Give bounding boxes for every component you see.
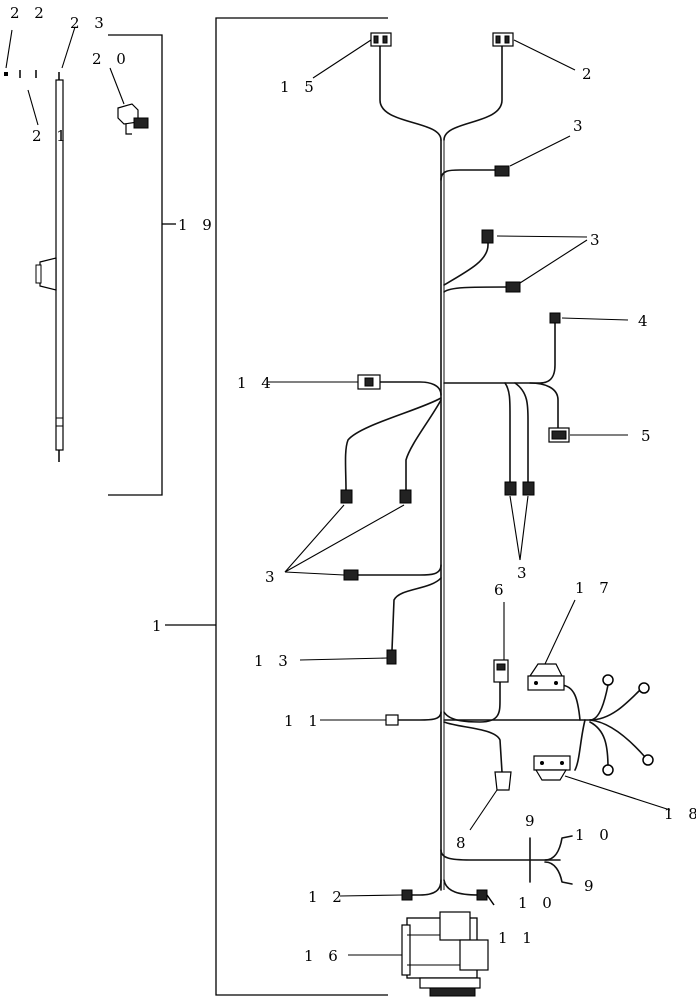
callout-19: 1 9 bbox=[178, 216, 217, 234]
connector-14 bbox=[357, 374, 381, 390]
callout-10: 1 0 bbox=[518, 894, 557, 912]
connector-3-right-b bbox=[522, 481, 535, 496]
callout-11: 1 1 bbox=[498, 929, 537, 947]
connector-4 bbox=[549, 312, 561, 324]
leader-lines bbox=[5, 26, 671, 956]
ring-terminals bbox=[602, 674, 654, 776]
bracket-assembly-1 bbox=[165, 17, 388, 996]
callout-15: 1 5 bbox=[280, 78, 319, 96]
callout-21: 2 1 bbox=[32, 127, 71, 145]
callout-16: 1 6 bbox=[304, 947, 343, 965]
branch-2 bbox=[443, 44, 503, 141]
connector-5 bbox=[548, 427, 570, 443]
connector-8 bbox=[494, 771, 512, 791]
connector-3-pair-a bbox=[481, 229, 494, 244]
callout-4: 4 bbox=[638, 312, 653, 330]
callout-2: 2 bbox=[582, 65, 597, 83]
callout-3: 3 bbox=[265, 568, 280, 586]
small-part-23 bbox=[19, 70, 37, 78]
connector-3-left-b bbox=[399, 489, 412, 504]
branch-15 bbox=[379, 44, 442, 141]
connector-13 bbox=[386, 649, 397, 665]
callout-22: 2 2 bbox=[10, 4, 49, 22]
connector-2 bbox=[492, 32, 514, 47]
callout-14: 1 4 bbox=[237, 374, 276, 392]
connector-12 bbox=[401, 889, 413, 901]
callout-3: 3 bbox=[573, 117, 588, 135]
connector-3-left-a bbox=[340, 489, 353, 504]
callout-5: 5 bbox=[641, 427, 656, 445]
callout-23: 2 3 bbox=[70, 14, 109, 32]
callout-17: 1 7 bbox=[575, 579, 614, 597]
connector-3-left-c bbox=[343, 569, 359, 581]
small-part-22 bbox=[4, 72, 8, 76]
connector-15 bbox=[370, 32, 392, 47]
callout-18: 1 8 bbox=[664, 805, 696, 823]
callout-9: 9 bbox=[525, 812, 540, 830]
callout-10: 1 0 bbox=[575, 826, 614, 844]
callout-12: 1 2 bbox=[308, 888, 347, 906]
callout-1: 1 bbox=[152, 617, 167, 635]
relay-18 bbox=[533, 755, 571, 781]
callout-13: 1 3 bbox=[254, 652, 293, 670]
callout-20: 2 0 bbox=[92, 50, 131, 68]
bracket-assembly-19 bbox=[108, 34, 176, 496]
connector-3-pair-b bbox=[505, 281, 521, 293]
connector-11-lower bbox=[476, 889, 495, 906]
callout-3: 3 bbox=[590, 231, 605, 249]
relay-17 bbox=[527, 663, 565, 691]
connector-6 bbox=[493, 659, 509, 683]
callout-6: 6 bbox=[494, 581, 509, 599]
component-16 bbox=[401, 911, 489, 997]
callout-labels: 1 2 3 3 3 3 4 5 6 8 9 9 1 0 1 0 1 1 1 1 … bbox=[10, 4, 696, 965]
callout-3: 3 bbox=[517, 564, 532, 582]
connector-3-right-a bbox=[504, 481, 517, 496]
callout-11: 1 1 bbox=[284, 712, 323, 730]
rod-part-21 bbox=[35, 72, 64, 462]
connector-11-upper bbox=[385, 714, 399, 726]
callout-8: 8 bbox=[456, 834, 471, 852]
clip-part-20 bbox=[117, 103, 149, 135]
connector-3-upper bbox=[494, 165, 510, 177]
callout-9: 9 bbox=[584, 877, 599, 895]
